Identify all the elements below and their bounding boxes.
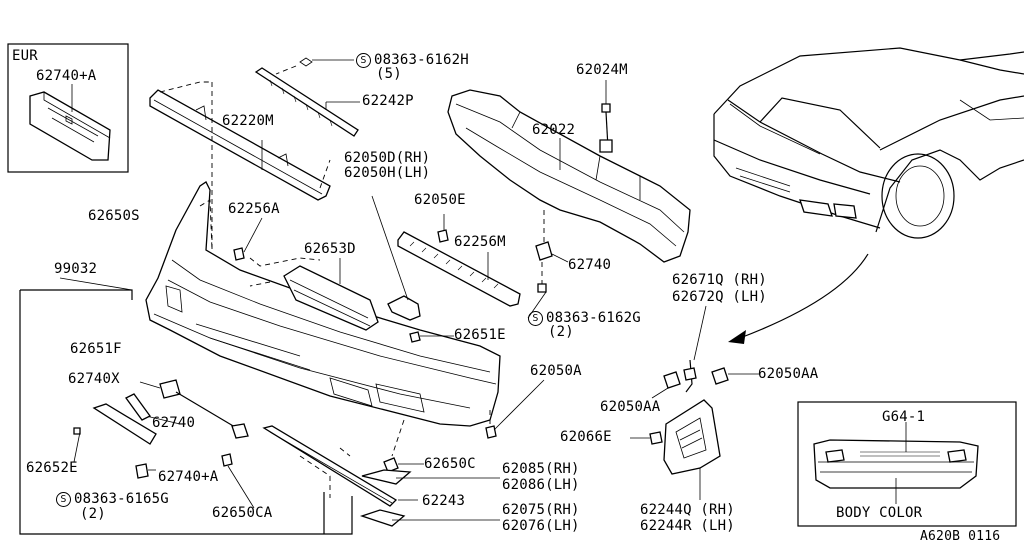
label-62651f: 62651F bbox=[70, 341, 122, 357]
label-62024m: 62024M bbox=[576, 62, 628, 78]
cover-62650ca bbox=[221, 447, 351, 509]
label-62671q: 62671Q (RH) bbox=[672, 272, 767, 288]
label-62740: 62740 bbox=[568, 257, 612, 273]
label-08363-6162g-qty: (2) bbox=[548, 324, 574, 340]
label-eur: EUR bbox=[12, 48, 38, 64]
bracket-62740x bbox=[139, 379, 249, 439]
label-62740-mid: 62740 bbox=[152, 415, 196, 431]
label-62220m: 62220M bbox=[222, 113, 274, 129]
curved-arrow bbox=[728, 253, 869, 344]
eur-license-plate-bracket bbox=[29, 84, 111, 161]
bumper-body-color-illustration bbox=[813, 422, 979, 504]
s-symbol: S bbox=[56, 492, 71, 507]
label-62050aa-right: 62050AA bbox=[758, 366, 819, 382]
energy-absorber-62022 bbox=[447, 89, 691, 263]
label-62740a-top: 62740+A bbox=[36, 68, 97, 84]
label-08363-6165g-text: 08363-6165G bbox=[74, 491, 169, 507]
molding-62085-62075 bbox=[359, 419, 500, 527]
label-62244r: 62244R (LH) bbox=[640, 518, 735, 534]
side-components bbox=[630, 305, 760, 500]
retainer-62242p bbox=[254, 57, 360, 137]
label-62651e: 62651E bbox=[454, 327, 506, 343]
air-guide-62653d bbox=[249, 257, 379, 331]
bracket-62050d bbox=[371, 195, 421, 321]
label-62050aa-left: 62050AA bbox=[600, 399, 661, 415]
s-symbol: S bbox=[356, 53, 371, 68]
eur-inset-frame bbox=[7, 43, 129, 173]
label-08363-6162h-text: 08363-6162H bbox=[374, 52, 469, 68]
bracket-62740a-lower bbox=[73, 393, 157, 479]
label-62022: 62022 bbox=[532, 122, 576, 138]
label-g64-1: G64-1 bbox=[882, 409, 926, 425]
label-62242p: 62242P bbox=[362, 93, 414, 109]
label-99032: 99032 bbox=[54, 261, 98, 277]
frame-99032 bbox=[19, 277, 353, 535]
label-62652e: 62652E bbox=[26, 460, 78, 476]
clip-62651e bbox=[409, 331, 454, 343]
s-symbol: S bbox=[528, 311, 543, 326]
label-62740x: 62740X bbox=[68, 371, 120, 387]
label-62244q: 62244Q (RH) bbox=[640, 502, 735, 518]
clip-62256a bbox=[233, 217, 263, 261]
label-body-color: BODY COLOR bbox=[836, 505, 923, 521]
molding-62243 bbox=[262, 425, 418, 507]
upper-grille-62256m bbox=[397, 214, 521, 307]
label-62650ca: 62650CA bbox=[212, 505, 273, 521]
label-08363-6165g-qty: (2) bbox=[80, 506, 106, 522]
reinforcement-62220m bbox=[149, 81, 331, 250]
label-08363-6162h-qty: (5) bbox=[376, 66, 402, 82]
label-62740a-bottom: 62740+A bbox=[158, 469, 219, 485]
label-62050d: 62050D(RH) bbox=[344, 150, 431, 166]
label-62066e: 62066E bbox=[560, 429, 612, 445]
label-62085: 62085(RH) bbox=[502, 461, 580, 477]
label-62050e: 62050E bbox=[414, 192, 466, 208]
clip-62050a bbox=[485, 379, 545, 439]
label-62672q: 62672Q (LH) bbox=[672, 289, 767, 305]
label-62075: 62075(RH) bbox=[502, 502, 580, 518]
label-62050h: 62050H(LH) bbox=[344, 165, 431, 181]
label-62650c: 62650C bbox=[424, 456, 476, 472]
drawing-code: A620B 0116 bbox=[920, 529, 1001, 544]
label-62050a: 62050A bbox=[530, 363, 582, 379]
bracket-62740 bbox=[527, 210, 569, 319]
label-62086: 62086(LH) bbox=[502, 477, 580, 493]
label-62076: 62076(LH) bbox=[502, 518, 580, 534]
label-62650s: 62650S bbox=[88, 208, 140, 224]
label-62256m: 62256M bbox=[454, 234, 506, 250]
label-08363-6162g-text: 08363-6162G bbox=[546, 310, 641, 326]
label-62653d: 62653D bbox=[304, 241, 356, 257]
car-illustration bbox=[713, 47, 1024, 239]
label-62256a: 62256A bbox=[228, 201, 280, 217]
body-color-inset-frame bbox=[797, 401, 1017, 527]
bracket-62024m bbox=[599, 80, 613, 153]
label-62243: 62243 bbox=[422, 493, 466, 509]
